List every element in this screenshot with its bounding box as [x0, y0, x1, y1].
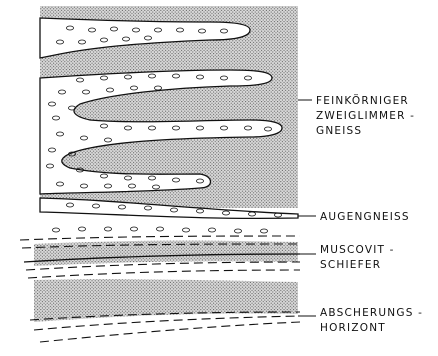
- label-leaders: [298, 100, 316, 316]
- label-zweiglimmer: ZWEIGLIMMER -: [316, 110, 415, 122]
- label-augengneiss: AUGENGNEISS: [320, 211, 410, 223]
- lower-gneiss-block: [34, 279, 298, 322]
- label-abscherungs: ABSCHERUNGS -: [320, 307, 423, 319]
- augengneiss-lower-band: [36, 221, 298, 242]
- label-schiefer: SCHIEFER: [320, 259, 381, 271]
- label-feinkorniger: FEINKÖRNIGER: [316, 94, 409, 107]
- label-muscovit: MUSCOVIT -: [320, 244, 395, 256]
- label-horizont: HORIZONT: [320, 322, 386, 334]
- label-gneiss: GNEISS: [316, 125, 362, 137]
